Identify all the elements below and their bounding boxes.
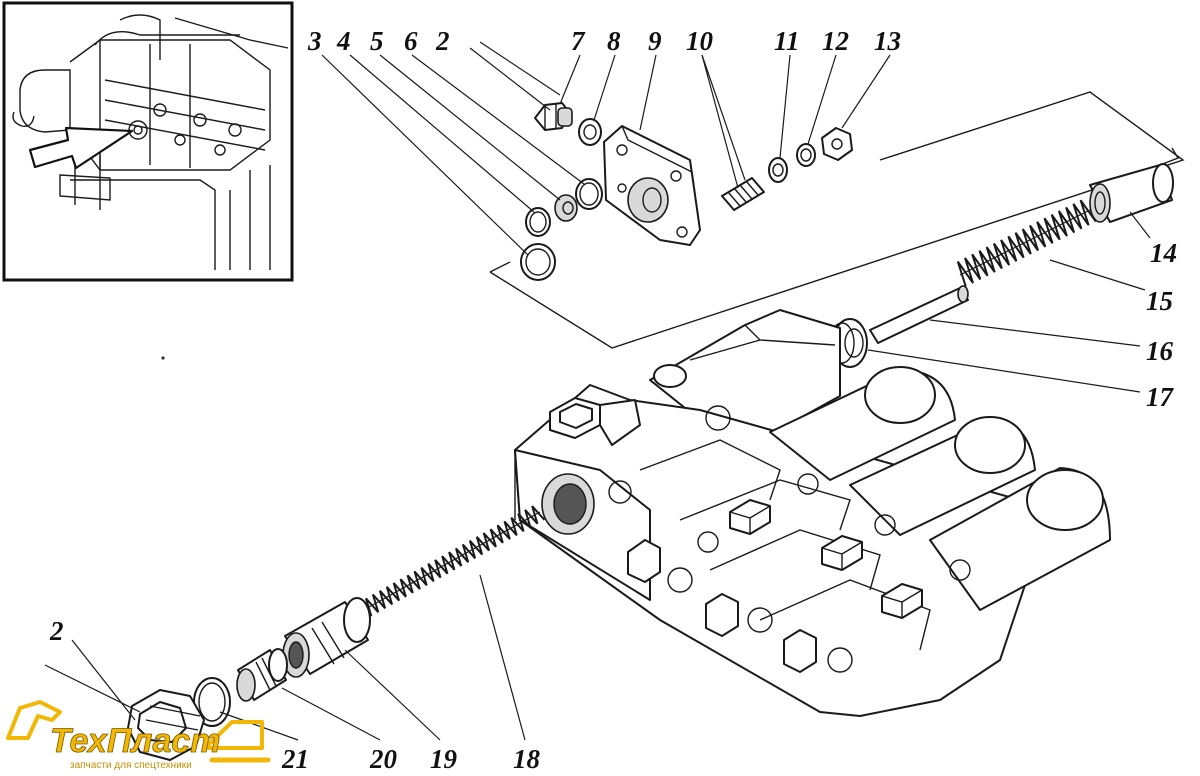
hex-bolt-2 (821, 535, 863, 571)
disc-5 (554, 194, 578, 222)
spring-18 (358, 505, 546, 621)
label-2-bottom: 2 (49, 616, 64, 646)
hex-bolt-front-3 (783, 629, 817, 673)
label-20: 20 (369, 744, 398, 774)
label-15: 15 (1146, 286, 1173, 316)
sleeve-19 (282, 597, 371, 678)
plug-2-lower (127, 689, 205, 761)
sleeve-14 (1089, 163, 1174, 223)
locator-arrow-icon (28, 126, 134, 170)
ring-12 (796, 143, 816, 167)
ring-6 (575, 178, 603, 210)
plunger-20 (236, 648, 288, 702)
label-8: 8 (607, 26, 621, 56)
spr15-coil (956, 199, 1097, 287)
plug-7 (534, 102, 573, 131)
washer-11 (768, 157, 788, 183)
leader-lines (44, 41, 1151, 741)
valve-block-body (514, 309, 1111, 717)
cover-9 (603, 125, 701, 246)
label-11: 11 (774, 26, 800, 56)
label-17: 17 (1146, 382, 1175, 412)
o-ring-21 (193, 677, 231, 727)
hex-bolt-1 (729, 499, 771, 535)
solenoid-cylinder-2 (849, 416, 1036, 536)
hex-bolt-front-1 (627, 539, 661, 583)
label-16: 16 (1146, 336, 1174, 366)
solenoid-cylinder-1 (769, 366, 956, 481)
label-6: 6 (404, 26, 418, 56)
label-18: 18 (513, 744, 541, 774)
solenoid-cylinder-3 (929, 467, 1111, 611)
spr18-coil (358, 505, 546, 621)
inset-locator-view (2, 1, 294, 282)
label-7: 7 (571, 26, 586, 56)
label-9: 9 (648, 26, 662, 56)
brand-tagline: запчасти для спецтехники (70, 760, 192, 771)
excavator-icon (6, 700, 62, 740)
label-3: 3 (307, 26, 322, 56)
part-number-labels: 2 3 4 5 6 7 8 9 10 11 12 13 14 15 16 17 … (49, 26, 1177, 774)
nut-13 (821, 127, 853, 161)
washer-8 (578, 118, 602, 146)
o-ring-3 (520, 243, 556, 281)
top-exploded-group (489, 91, 1185, 349)
brand-name: ТехПласт (50, 722, 221, 760)
label-12: 12 (822, 26, 849, 56)
label-4: 4 (336, 26, 351, 56)
label-10: 10 (686, 26, 714, 56)
brand-watermark: ТехПласт запчасти для спецтехники (6, 700, 271, 771)
label-14: 14 (1150, 238, 1177, 268)
hex-bolt-3 (881, 583, 923, 619)
label-21: 21 (281, 744, 309, 774)
stem-16 (869, 285, 969, 344)
hex-bolt-front-2 (705, 593, 739, 637)
spring-10 (721, 177, 765, 211)
ring-4 (525, 207, 551, 237)
spring-15 (956, 199, 1097, 287)
label-2-top: 2 (435, 26, 450, 56)
label-5: 5 (370, 26, 384, 56)
label-13: 13 (874, 26, 901, 56)
label-19: 19 (430, 744, 458, 774)
